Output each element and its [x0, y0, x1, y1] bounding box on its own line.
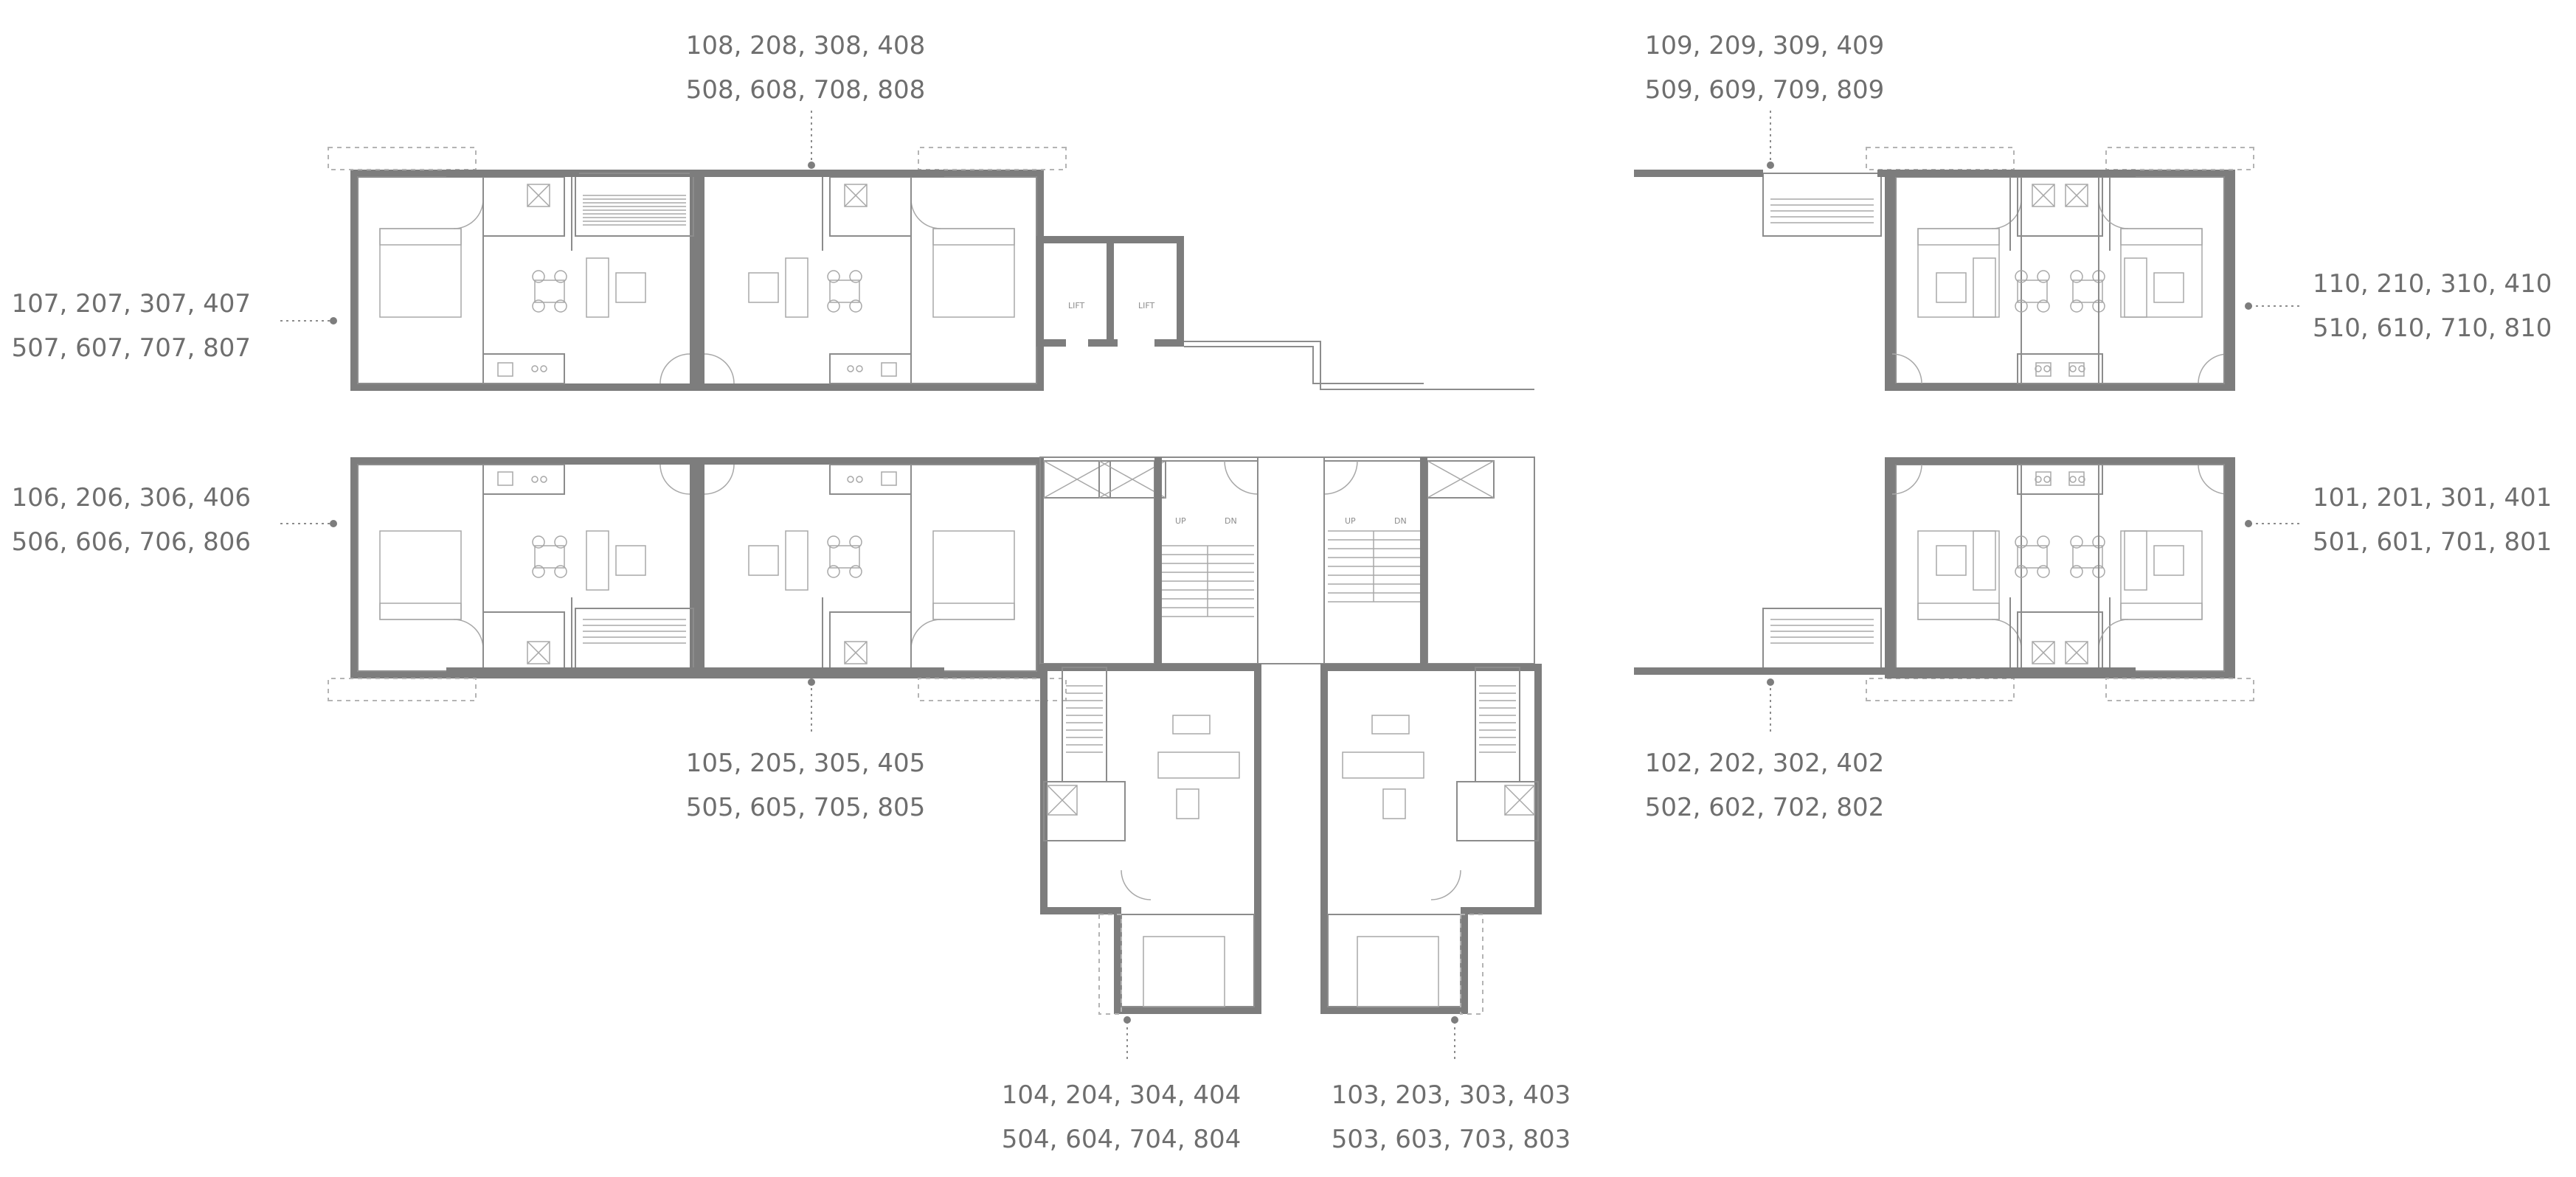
block-middle-left: [328, 456, 1067, 701]
unit-label-110: 110, 210, 310, 410 510, 610, 710, 810: [2313, 262, 2552, 350]
unit-label-line2: 510, 610, 710, 810: [2313, 313, 2552, 343]
unit-label-104: 104, 204, 304, 404 504, 604, 704, 804: [1002, 1073, 1241, 1162]
unit-label-106: 106, 206, 306, 406 506, 606, 706, 806: [12, 476, 251, 564]
unit-label-line2: 506, 606, 706, 806: [11, 527, 251, 557]
stair-treads: [583, 195, 686, 226]
unit-label-line1: 106, 206, 306, 406: [11, 483, 251, 513]
unit-label-line1: 104, 204, 304, 404: [1001, 1080, 1242, 1110]
block-lower-left: [1040, 664, 1261, 1015]
unit-label-line1: 109, 209, 309, 409: [1644, 31, 1885, 60]
leader-lines: [280, 111, 2302, 1062]
block-upper-right: [1634, 147, 2254, 392]
block-middle-right: [1634, 456, 2254, 701]
block-upper-left: [328, 147, 1067, 392]
unit-label-line1: 103, 203, 303, 403: [1331, 1080, 1571, 1110]
lift-core: LIFT LIFT: [1036, 236, 1534, 390]
stair-treads: [1770, 619, 1874, 644]
unit-label-101: 101, 201, 301, 401 501, 601, 701, 801: [2313, 476, 2552, 564]
unit-label-line1: 101, 201, 301, 401: [2313, 483, 2552, 513]
stair-treads: [583, 619, 686, 644]
stair-left-treads: [1162, 545, 1254, 617]
unit-label-109: 109, 209, 309, 409 509, 609, 709, 809: [1645, 24, 1884, 112]
unit-label-line2: 504, 604, 704, 804: [1001, 1125, 1242, 1154]
unit-label-line2: 501, 601, 701, 801: [2313, 527, 2552, 557]
stair-dn-label-left: DN: [1225, 516, 1237, 526]
unit-label-102: 102, 202, 302, 402 502, 602, 702, 802: [1645, 741, 1884, 830]
unit-label-line2: 503, 603, 703, 803: [1331, 1125, 1571, 1154]
unit-label-line1: 102, 202, 302, 402: [1644, 749, 1885, 778]
stair-up-label-right: UP: [1345, 516, 1356, 526]
unit-label-line2: 509, 609, 709, 809: [1644, 75, 1885, 105]
unit-label-line1: 105, 205, 305, 405: [685, 749, 926, 778]
unit-label-103: 103, 203, 303, 403 503, 603, 703, 803: [1332, 1073, 1571, 1162]
unit-label-line2: 502, 602, 702, 802: [1644, 793, 1885, 822]
stair-dn-label-right: DN: [1394, 516, 1407, 526]
unit-label-line1: 108, 208, 308, 408: [685, 31, 926, 60]
lift-label-2: LIFT: [1138, 301, 1155, 310]
unit-label-line1: 107, 207, 307, 407: [11, 289, 251, 319]
unit-label-line2: 505, 605, 705, 805: [685, 793, 926, 822]
central-stair-core: UP DN UP DN: [1039, 456, 1535, 664]
stair-right-treads: [1328, 530, 1420, 603]
unit-label-105: 105, 205, 305, 405 505, 605, 705, 805: [686, 741, 925, 830]
block-lower-right: [1320, 664, 1542, 1015]
unit-label-line2: 507, 607, 707, 807: [11, 333, 251, 363]
unit-label-107: 107, 207, 307, 407 507, 607, 707, 807: [12, 282, 251, 370]
stair-treads: [1770, 198, 1874, 223]
stair-up-label-left: UP: [1175, 516, 1186, 526]
lift-label-1: LIFT: [1068, 301, 1085, 310]
unit-label-line2: 508, 608, 708, 808: [685, 75, 926, 105]
unit-label-line1: 110, 210, 310, 410: [2313, 269, 2552, 299]
unit-label-108: 108, 208, 308, 408 508, 608, 708, 808: [686, 24, 925, 112]
